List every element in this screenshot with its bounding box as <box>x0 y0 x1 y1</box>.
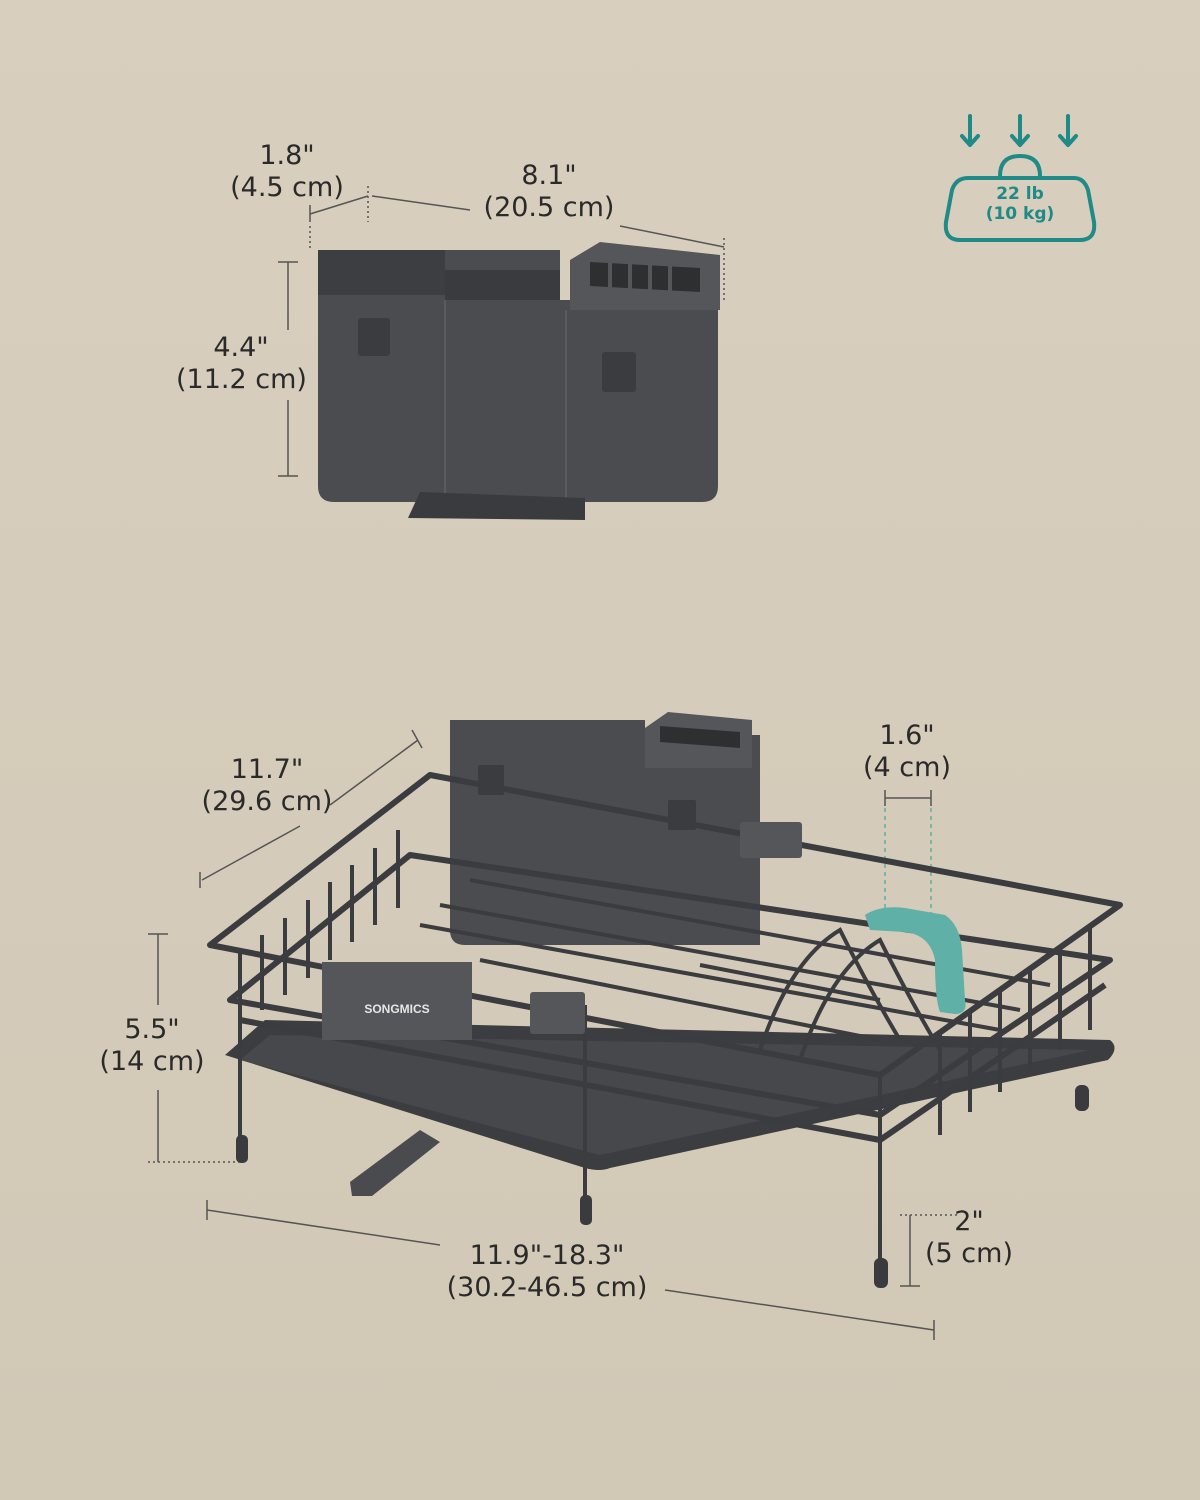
rack-height-cm: (14 cm) <box>99 1046 205 1077</box>
holder-height-in: 4.4" <box>213 332 269 363</box>
utensil-holder <box>278 186 725 520</box>
spout-height-label: 2" (5 cm) <box>914 1206 1024 1270</box>
holder-depth-in: 1.8" <box>259 140 315 171</box>
holder-depth-cm: (4.5 cm) <box>230 172 344 203</box>
slot-width-label: 1.6" (4 cm) <box>852 720 962 784</box>
slot-width-cm: (4 cm) <box>863 752 951 783</box>
weight-capacity-kg: (10 kg) <box>985 204 1055 224</box>
holder-width-cm: (20.5 cm) <box>483 192 615 223</box>
rack-height-label: 5.5" (14 cm) <box>92 1014 212 1078</box>
spout-height-cm: (5 cm) <box>925 1238 1013 1269</box>
rack-depth-in: 11.7" <box>230 754 304 785</box>
slot-width-in: 1.6" <box>879 720 935 751</box>
rack-height-in: 5.5" <box>124 1014 180 1045</box>
holder-height-label: 4.4" (11.2 cm) <box>176 332 307 396</box>
rack-length-cm: (30.2-46.5 cm) <box>446 1272 648 1303</box>
weight-capacity-lb: 22 lb <box>996 184 1044 204</box>
rack-length-in: 11.9"-18.3" <box>469 1240 625 1271</box>
rack-depth-cm: (29.6 cm) <box>201 786 333 817</box>
holder-height-cm: (11.2 cm) <box>176 364 307 395</box>
rack-depth-label: 11.7" (29.6 cm) <box>192 754 342 818</box>
spout-height-in: 2" <box>954 1206 984 1237</box>
brand-label: SONGMICS <box>364 1002 429 1016</box>
holder-width-in: 8.1" <box>521 160 577 191</box>
weight-capacity-icon <box>943 114 1097 242</box>
dish-rack: SONGMICS <box>148 712 1123 1340</box>
rack-length-label: 11.9"-18.3" (30.2-46.5 cm) <box>436 1240 658 1304</box>
holder-depth-label: 1.8" (4.5 cm) <box>222 140 352 204</box>
holder-width-label: 8.1" (20.5 cm) <box>474 160 624 224</box>
weight-capacity-label: 22 lb (10 kg) <box>970 184 1070 224</box>
